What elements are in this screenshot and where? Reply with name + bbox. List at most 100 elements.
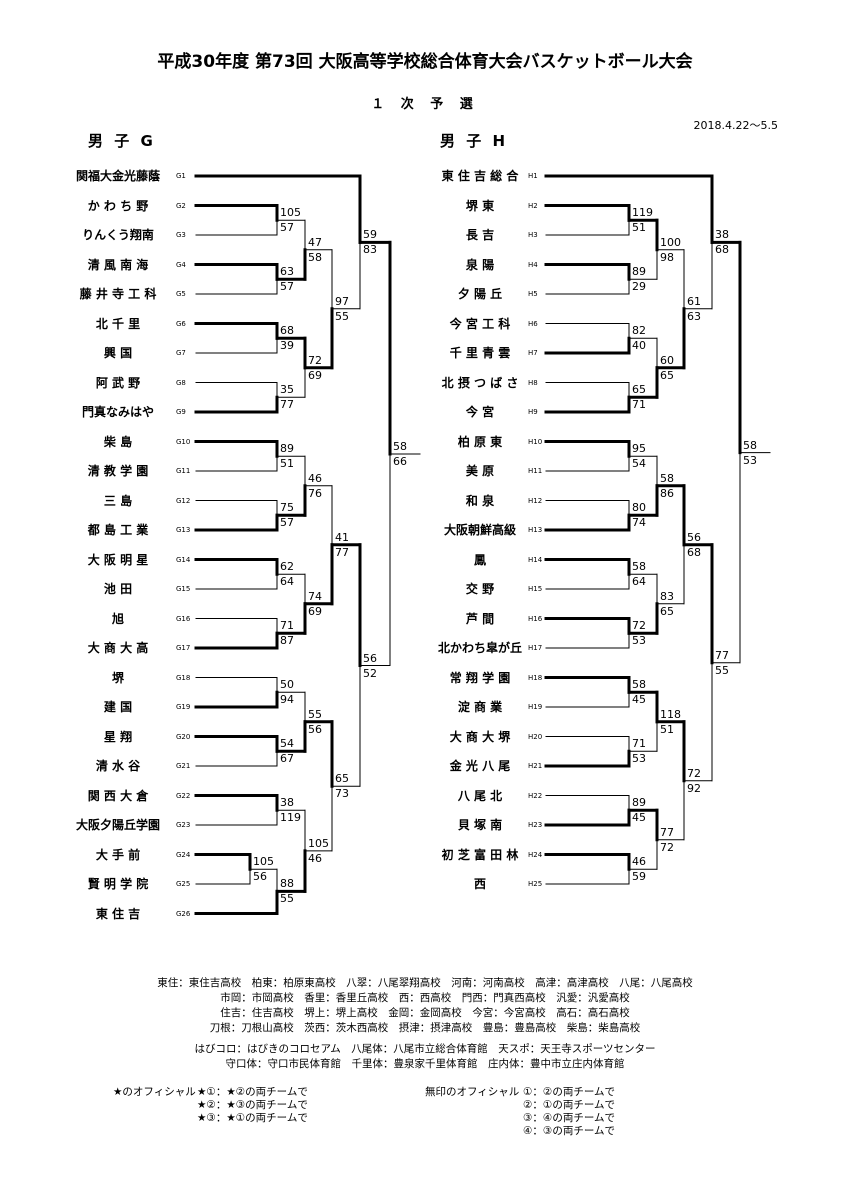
score: 87 bbox=[280, 634, 294, 648]
team-code: G14 bbox=[176, 555, 191, 564]
team-name: 金 光 八 尾 bbox=[449, 759, 511, 773]
score: 100 bbox=[660, 235, 681, 249]
score: 74 bbox=[632, 516, 646, 530]
note-line: 刀根：刀根山高校 茨西：茨木西高校 摂津：摂津高校 豊島：豊島高校 柴島：柴島高… bbox=[209, 1022, 641, 1034]
score: 57 bbox=[280, 516, 294, 530]
team-name: 今 宮 bbox=[465, 405, 495, 419]
team-name: 柏 原 東 bbox=[457, 434, 503, 449]
score: 54 bbox=[632, 457, 646, 471]
score: 64 bbox=[280, 575, 294, 589]
team-code: H10 bbox=[528, 437, 543, 446]
team-name: 今 宮 工 科 bbox=[449, 316, 511, 331]
score: 105 bbox=[280, 206, 301, 220]
team-code: G18 bbox=[176, 673, 191, 682]
score: 50 bbox=[280, 678, 294, 692]
group-g-header: 男 子 G bbox=[88, 132, 156, 150]
team-name: 旭 bbox=[111, 611, 124, 626]
score: 77 bbox=[660, 825, 674, 839]
score: 53 bbox=[743, 453, 757, 467]
score: 62 bbox=[280, 560, 294, 574]
score: 58 bbox=[632, 678, 646, 692]
score: 72 bbox=[308, 353, 322, 367]
score: 53 bbox=[632, 634, 646, 648]
score: 57 bbox=[280, 280, 294, 294]
score: 68 bbox=[280, 324, 294, 338]
team-name: 西 bbox=[473, 877, 486, 891]
team-name: 北かわち皐が丘 bbox=[437, 641, 522, 655]
team-code: G5 bbox=[176, 290, 186, 298]
note-line: 住吉：住吉高校 堺上：堺上高校 金岡：金岡高校 今宮：今宮高校 高石：高石高校 bbox=[220, 1007, 630, 1019]
team-code: G7 bbox=[176, 349, 186, 357]
team-code: H15 bbox=[528, 585, 543, 593]
team-code: H4 bbox=[528, 260, 538, 269]
team-name: 興 国 bbox=[103, 346, 133, 360]
team-code: H1 bbox=[528, 172, 538, 180]
officials-right-line: ③：④の両チームで bbox=[523, 1112, 616, 1124]
score: 58 bbox=[393, 439, 407, 453]
score: 45 bbox=[632, 811, 646, 825]
group-h-header: 男 子 H bbox=[440, 132, 508, 150]
score: 89 bbox=[632, 796, 646, 810]
score: 72 bbox=[687, 766, 701, 780]
score: 63 bbox=[280, 265, 294, 279]
abbrev-notes: 東住：東住吉高校 柏東：柏原東高校 八翠：八尾翠翔高校 河南：河南高校 高津：高… bbox=[0, 976, 850, 1036]
team-name: 都 島 工 業 bbox=[87, 523, 149, 537]
score: 105 bbox=[308, 836, 329, 850]
team-name: 大 手 前 bbox=[95, 847, 141, 862]
score: 59 bbox=[632, 870, 646, 884]
score: 58 bbox=[308, 250, 322, 264]
note-line: 東住：東住吉高校 柏東：柏原東高校 八翠：八尾翠翔高校 河南：河南高校 高津：高… bbox=[157, 977, 693, 989]
team-code: H13 bbox=[528, 526, 543, 534]
score: 77 bbox=[335, 545, 349, 559]
score: 58 bbox=[660, 471, 674, 485]
team-code: G25 bbox=[176, 880, 191, 888]
team-code: H17 bbox=[528, 644, 543, 652]
team-name: 夕 陽 丘 bbox=[457, 287, 503, 301]
score: 71 bbox=[632, 737, 646, 751]
team-code: G19 bbox=[176, 703, 191, 711]
team-code: H23 bbox=[528, 821, 543, 829]
officials-left-line: ★③：★①の両チームで bbox=[197, 1112, 308, 1124]
score: 77 bbox=[715, 648, 729, 662]
team-name: 清 水 谷 bbox=[95, 759, 141, 773]
team-name: 藤 井 寺 工 科 bbox=[79, 287, 157, 301]
team-name: 交 野 bbox=[465, 582, 495, 596]
team-name: 北 摂 つ ば さ bbox=[441, 375, 519, 390]
team-code: G9 bbox=[176, 408, 186, 416]
score: 56 bbox=[253, 870, 267, 884]
team-name: 芦 間 bbox=[465, 611, 495, 626]
team-code: G6 bbox=[176, 319, 186, 328]
team-code: G8 bbox=[176, 378, 186, 387]
team-name: 東 住 吉 bbox=[95, 906, 141, 921]
team-code: H24 bbox=[528, 850, 543, 859]
score: 51 bbox=[280, 457, 294, 471]
team-code: H8 bbox=[528, 378, 538, 387]
team-name: 堺 bbox=[111, 670, 124, 685]
score: 55 bbox=[308, 707, 322, 721]
score: 56 bbox=[308, 722, 322, 736]
venue-line: 守口体：守口市民体育館 千里体：豊泉家千里体育館 庄内体：豊中市立庄内体育館 bbox=[225, 1058, 625, 1070]
team-code: H14 bbox=[528, 555, 543, 564]
score: 105 bbox=[253, 855, 274, 869]
team-name: 美 原 bbox=[465, 464, 495, 478]
score: 38 bbox=[280, 796, 294, 810]
score: 68 bbox=[687, 545, 701, 559]
team-name: 東 住 吉 総 合 bbox=[441, 169, 519, 183]
venue-notes: はびコロ：はびきのコロセアム 八尾体：八尾市立総合体育館 天スポ：天王寺スポーツ… bbox=[0, 1042, 850, 1072]
team-name: 大 商 大 堺 bbox=[449, 729, 511, 744]
score: 65 bbox=[660, 604, 674, 618]
score: 118 bbox=[660, 707, 681, 721]
team-code: G1 bbox=[176, 172, 186, 180]
score: 66 bbox=[393, 454, 407, 468]
officials-left-line: ★②：★③の両チームで bbox=[197, 1099, 308, 1111]
team-name: 鳳 bbox=[473, 552, 486, 567]
team-code: H2 bbox=[528, 201, 538, 210]
score: 58 bbox=[632, 560, 646, 574]
score: 98 bbox=[660, 250, 674, 264]
score: 89 bbox=[280, 442, 294, 456]
score: 63 bbox=[687, 309, 701, 323]
score: 46 bbox=[308, 851, 322, 865]
team-name: 阿 武 野 bbox=[95, 375, 141, 390]
